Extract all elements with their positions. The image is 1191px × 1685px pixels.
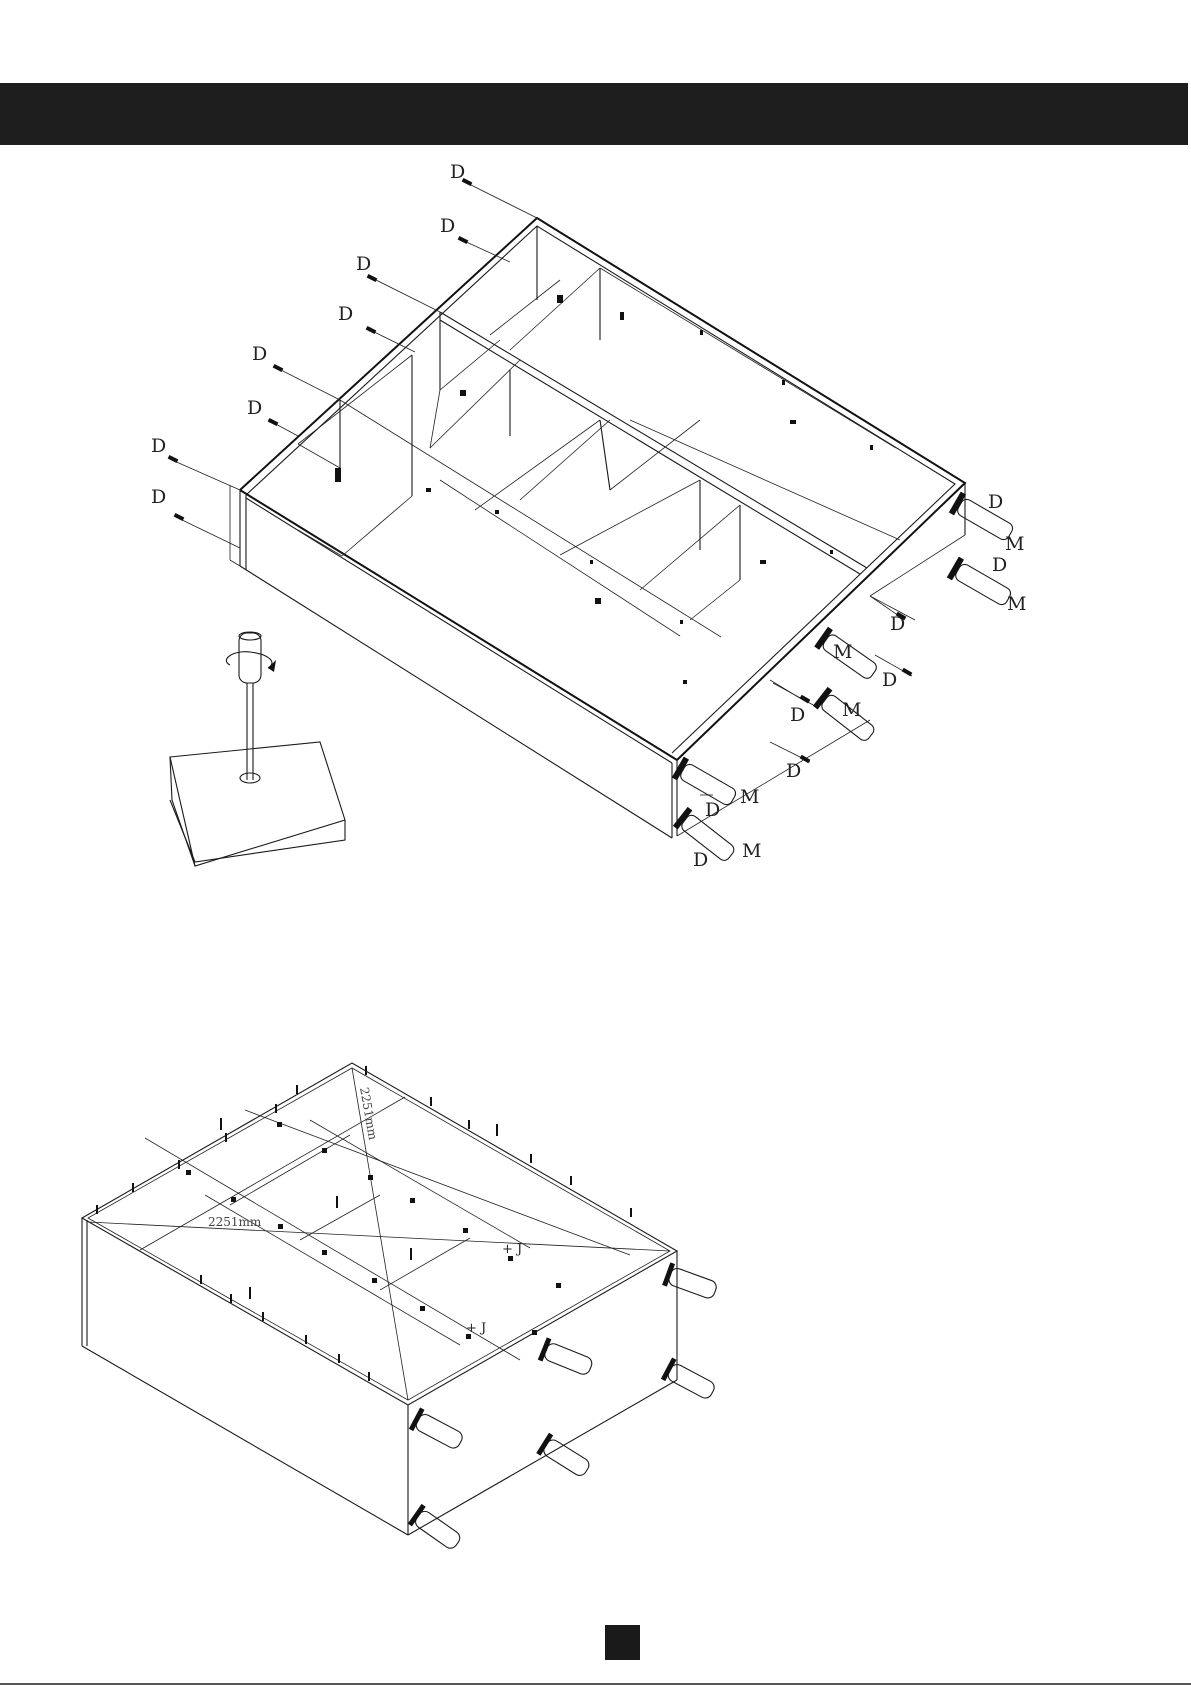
plus-j-label: + J (466, 1321, 486, 1336)
diagonal-top-dimension: 2251mm (357, 1086, 380, 1142)
diagonal-front-dimension: 2251mm (208, 1215, 262, 1229)
plus-j-label: + J (502, 1242, 522, 1257)
step2-labels: 2251mm 2251mm + J + J (208, 1086, 522, 1336)
page-number (605, 1625, 640, 1660)
step2-legs (408, 1262, 719, 1553)
